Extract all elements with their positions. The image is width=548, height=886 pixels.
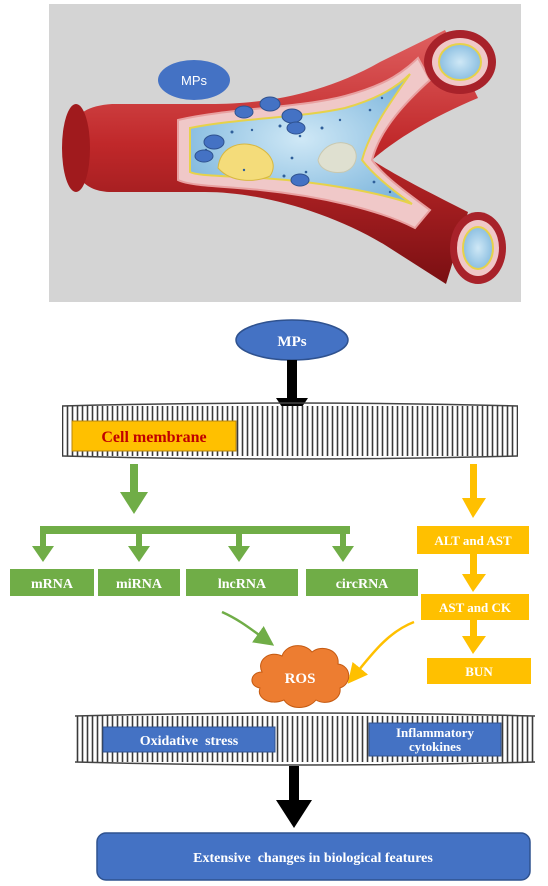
upper-branch-opening <box>424 30 496 94</box>
ros-label: ROS <box>285 671 316 687</box>
plaque-deposit-2 <box>317 142 357 173</box>
vessel-illustration: MPs <box>49 4 521 302</box>
oxidative-stress-label: Oxidative stress <box>140 734 239 749</box>
mps-illustration-label: MPs <box>181 73 208 88</box>
rna-box-circrna <box>306 569 418 596</box>
enzyme-label-bun: BUN <box>465 664 493 679</box>
enzyme-label-ast-ck: AST and CK <box>439 600 512 615</box>
enzyme-box-ast-ck <box>421 594 529 620</box>
inflammatory-label-line1: Inflammatory <box>396 725 474 740</box>
arrow-membrane-to-result <box>276 766 312 828</box>
rna-box-mrna <box>10 569 94 596</box>
rna-label-lncrna: lncRNA <box>218 577 267 592</box>
vessel-left-cap <box>62 104 90 192</box>
mps-illustration-oval <box>158 60 230 100</box>
curved-arrow-astck-to-ros <box>347 620 415 684</box>
mps-node-label: MPs <box>277 334 306 350</box>
oxidative-stress-box <box>102 726 276 753</box>
rna-label-mirna: miRNA <box>116 577 163 592</box>
rna-label-circrna: circRNA <box>336 577 389 592</box>
microparticles <box>194 96 310 187</box>
orange-branch-arrows <box>462 464 486 654</box>
rna-box-lncrna <box>186 569 298 596</box>
rna-box-mirna <box>98 569 180 596</box>
inflammatory-cytokines-box <box>368 722 502 757</box>
inflammatory-label-line2: cytokines <box>409 739 461 754</box>
plaque-deposit <box>217 143 274 181</box>
rna-label-mrna: mRNA <box>31 577 74 592</box>
ros-cloud <box>251 645 350 708</box>
result-label: Extensive changes in biological features <box>193 851 433 866</box>
cell-membrane-box <box>71 420 237 452</box>
enzyme-label-alt-ast: ALT and AST <box>434 533 512 548</box>
lumen-particles <box>204 96 392 194</box>
lower-branch-opening <box>450 212 506 284</box>
cell-membrane-label: Cell membrane <box>101 429 206 446</box>
result-box <box>96 832 531 881</box>
green-branch-arrows <box>32 464 354 562</box>
enzyme-box-alt-ast <box>417 526 529 554</box>
enzyme-box-bun <box>427 658 531 684</box>
curved-arrow-lncrna-to-ros <box>221 610 275 646</box>
